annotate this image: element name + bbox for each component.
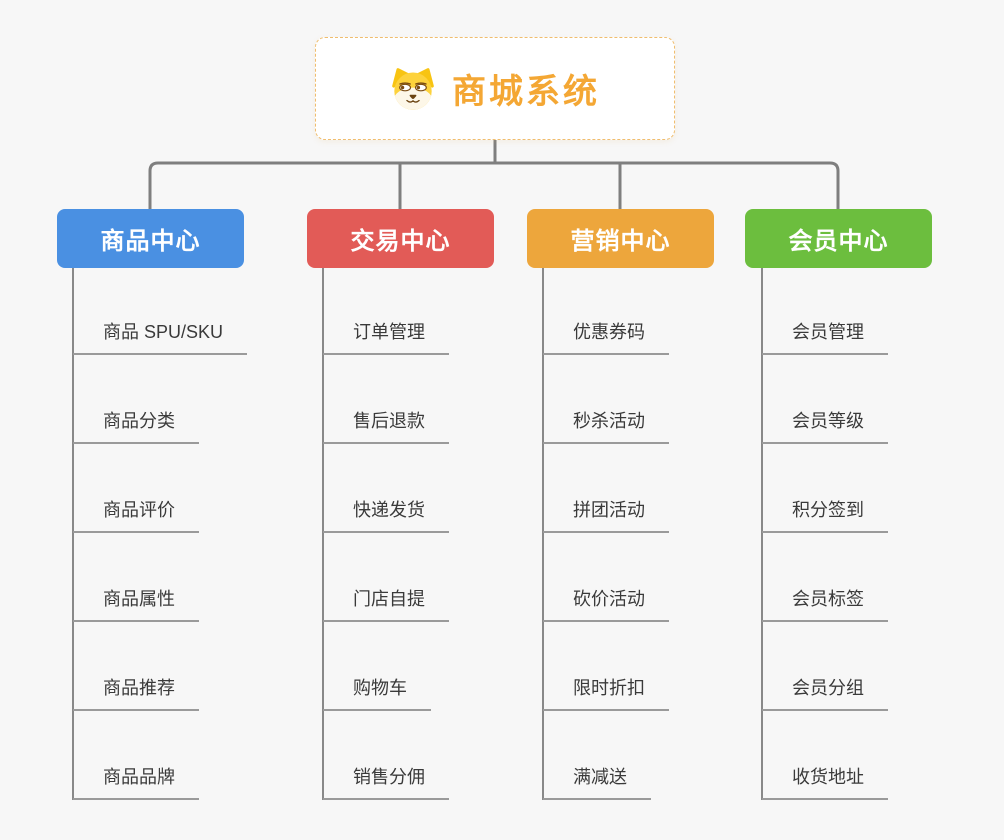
branch-node-product[interactable]: 商品中心 [57,209,244,268]
leaf-node[interactable]: 会员管理 [762,320,888,355]
branch-node-member[interactable]: 会员中心 [745,209,932,268]
leaf-node[interactable]: 商品评价 [73,498,199,533]
leaf-node[interactable]: 秒杀活动 [543,409,669,444]
leaf-node[interactable]: 快递发货 [323,498,449,533]
leaf-node[interactable]: 收货地址 [762,765,888,800]
root-title: 商城系统 [452,73,600,111]
leaf-node[interactable]: 满减送 [543,765,651,800]
leaf-node[interactable]: 商品属性 [73,587,199,622]
leaf-node[interactable]: 会员等级 [762,409,888,444]
leaf-node[interactable]: 商品 SPU/SKU [73,320,248,355]
root-node[interactable]: 商城系统 [315,37,675,140]
leaf-node[interactable]: 售后退款 [323,409,449,444]
leaf-node[interactable]: 会员标签 [762,587,888,622]
leaf-node[interactable]: 商品推荐 [73,676,199,711]
leaf-node[interactable]: 砍价活动 [543,587,669,622]
leaf-node[interactable]: 订单管理 [323,320,449,355]
branch-node-trade[interactable]: 交易中心 [307,209,494,268]
leaf-node[interactable]: 拼团活动 [543,498,669,533]
dog-face-icon [390,67,436,111]
leaf-node[interactable]: 限时折扣 [543,676,669,711]
leaf-node[interactable]: 积分签到 [762,498,888,533]
leaf-node[interactable]: 商品品牌 [73,765,199,800]
leaf-node[interactable]: 销售分佣 [323,765,449,800]
leaf-node[interactable]: 会员分组 [762,676,888,711]
leaf-node[interactable]: 商品分类 [73,409,199,444]
leaf-node[interactable]: 门店自提 [323,587,449,622]
leaf-node[interactable]: 购物车 [323,676,431,711]
leaf-node[interactable]: 优惠券码 [543,320,669,355]
branch-node-marketing[interactable]: 营销中心 [527,209,714,268]
